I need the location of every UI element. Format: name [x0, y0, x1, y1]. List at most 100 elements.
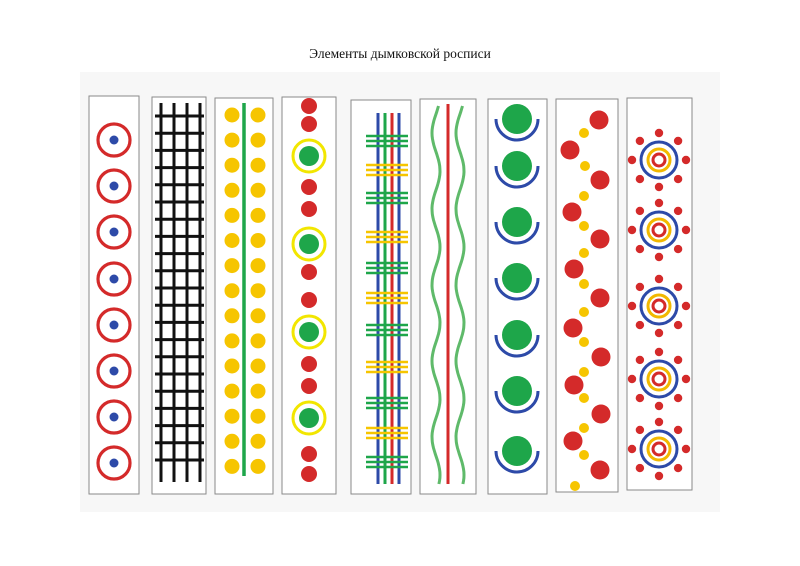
yellow-dot	[250, 258, 266, 274]
red-ray-dot	[681, 374, 691, 384]
yellow-ring	[646, 147, 672, 173]
page-title: Элементы дымковской росписи	[309, 46, 491, 61]
green-dots-blue-arcs-pattern	[494, 104, 540, 474]
red-yellow-zigzag-pattern	[560, 110, 611, 491]
red-ray-dot	[681, 225, 691, 235]
green-wavy-line	[454, 105, 466, 485]
yellow-dot	[579, 393, 589, 403]
red-dot	[591, 347, 611, 367]
red-ray-dot	[673, 206, 683, 216]
red-ring	[96, 168, 132, 204]
red-ring	[96, 122, 132, 158]
blue-ring	[639, 140, 679, 180]
red-ray-dot	[627, 225, 637, 235]
yellow-dot	[250, 333, 266, 349]
red-ring	[96, 261, 132, 297]
red-ray-dot	[635, 355, 645, 365]
red-ray-dot	[635, 206, 645, 216]
red-dot	[590, 229, 610, 249]
green-dot	[502, 320, 532, 350]
yellow-dot	[250, 182, 266, 198]
blue-ring	[639, 210, 679, 250]
red-dot	[563, 431, 583, 451]
yellow-ring	[291, 314, 327, 350]
yellow-dot	[579, 450, 589, 460]
strip-motifs	[96, 98, 691, 491]
red-ray-dot	[635, 136, 645, 146]
red-ray-dot	[635, 425, 645, 435]
yellow-dot	[250, 283, 266, 299]
yellow-dot	[579, 128, 589, 138]
yellow-dot	[250, 107, 266, 123]
sun-rosettes-pattern	[627, 128, 691, 481]
red-ring	[96, 445, 132, 481]
blue-dot	[109, 181, 119, 191]
yellow-ring	[646, 366, 672, 392]
red-dot	[563, 318, 583, 338]
blue-arc	[494, 390, 540, 414]
red-dot	[560, 140, 580, 160]
red-ring	[96, 307, 132, 343]
red-ray-dot	[635, 393, 645, 403]
ring-with-dot-pattern	[96, 122, 132, 481]
blue-arc	[494, 221, 540, 245]
blue-dot	[109, 227, 119, 237]
red-ray-dot	[681, 301, 691, 311]
green-dot	[502, 436, 532, 466]
red-dot	[301, 201, 317, 217]
yellow-dot	[224, 157, 240, 173]
green-dot	[502, 376, 532, 406]
yellow-dot	[579, 279, 589, 289]
red-ray-dot	[627, 444, 637, 454]
red-ray-dot	[673, 136, 683, 146]
yellow-dot	[224, 333, 240, 349]
black-grid-pattern	[155, 103, 204, 482]
wavy-lines-pattern	[430, 104, 466, 485]
yellow-ring	[291, 138, 327, 174]
red-ring	[96, 399, 132, 435]
red-ray-dot	[654, 182, 664, 192]
green-wavy-line	[430, 105, 442, 485]
red-dot	[301, 378, 317, 394]
red-ray-dot	[635, 174, 645, 184]
red-dots-green-in-yellow-pattern	[291, 98, 327, 482]
red-dot	[301, 356, 317, 372]
yellow-dot	[224, 233, 240, 248]
blue-dot	[109, 366, 119, 376]
blue-arc	[494, 118, 540, 142]
red-dot	[301, 292, 317, 308]
red-dot	[562, 202, 582, 222]
yellow-dot	[250, 383, 266, 399]
red-dot	[301, 98, 317, 114]
yellow-dot	[250, 233, 266, 248]
red-ring	[651, 298, 667, 314]
yellow-dot	[579, 423, 589, 433]
red-ray-dot	[635, 463, 645, 473]
red-ray-dot	[654, 471, 664, 481]
red-ray-dot	[673, 174, 683, 184]
yellow-dot	[224, 258, 240, 274]
yellow-dot	[224, 433, 240, 449]
yellow-dot	[579, 221, 589, 231]
red-ray-dot	[654, 274, 664, 284]
red-ray-dot	[673, 393, 683, 403]
blue-dot	[109, 458, 119, 468]
blue-ring	[639, 286, 679, 326]
yellow-dot	[250, 157, 266, 173]
yellow-dot	[224, 207, 240, 223]
yellow-dot	[570, 481, 580, 491]
red-dot	[590, 170, 610, 190]
red-dot	[591, 404, 611, 424]
yellow-dots-green-line-pattern	[224, 103, 266, 476]
blue-arc	[494, 334, 540, 358]
red-ray-dot	[635, 244, 645, 254]
yellow-dot	[579, 248, 589, 258]
yellow-ring	[291, 226, 327, 262]
yellow-dot	[224, 132, 240, 148]
red-ray-dot	[654, 128, 664, 138]
yellow-ring	[646, 217, 672, 243]
green-dot	[502, 151, 532, 181]
red-ray-dot	[673, 425, 683, 435]
red-ring	[651, 222, 667, 238]
